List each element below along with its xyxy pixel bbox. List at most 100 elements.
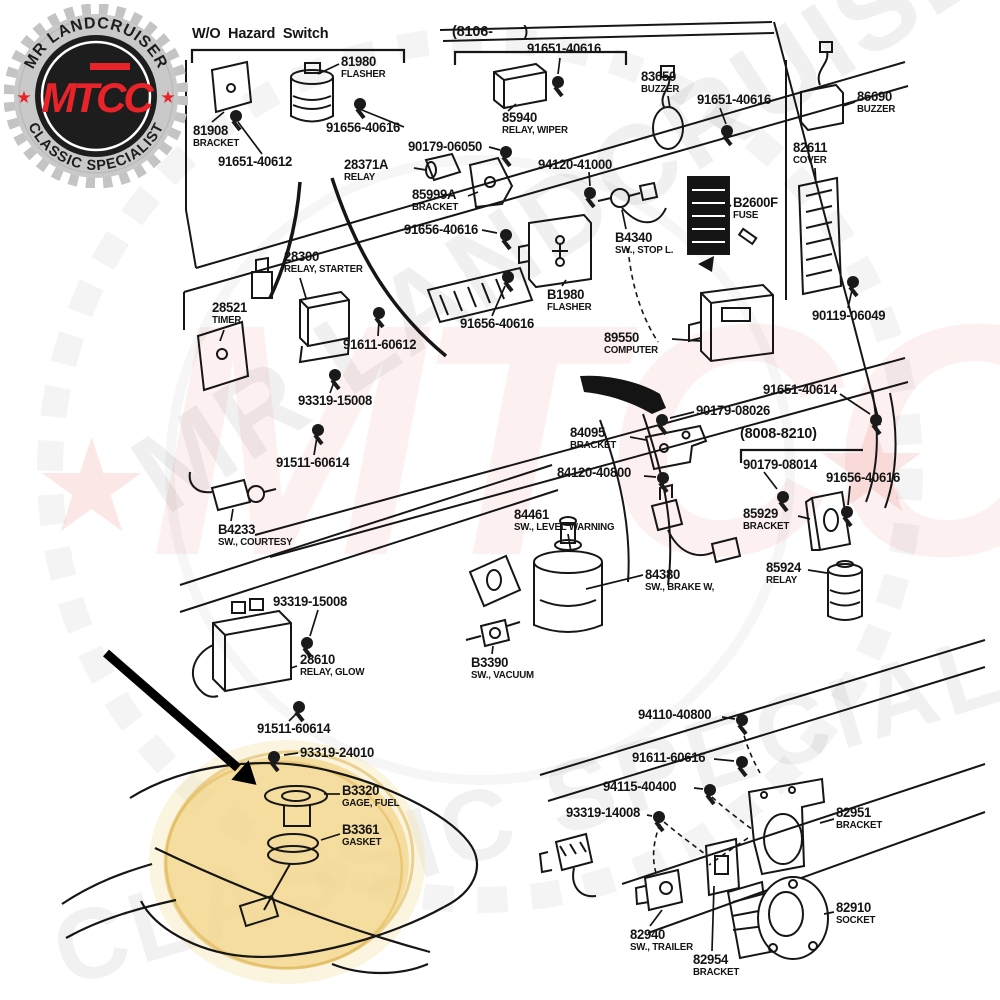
part-label-91611-60612: 91611-60612 — [343, 337, 417, 352]
leader-line — [629, 436, 647, 441]
bracket-82951-drawing — [747, 777, 826, 876]
part-number: 85929 — [743, 506, 778, 521]
bolt-icon — [312, 424, 324, 446]
bracket-85999a-drawing — [468, 156, 514, 209]
relay-28300-drawing — [298, 290, 350, 364]
leader-line — [317, 63, 340, 75]
leader-line — [713, 758, 735, 762]
part-number: 84120-40800 — [557, 465, 631, 480]
part-description: SW., COURTESY — [218, 536, 293, 548]
flasher-81980-drawing — [290, 62, 334, 123]
leader-line — [283, 752, 299, 756]
bolt-icon — [653, 811, 665, 833]
buzzer-83650-drawing — [652, 65, 684, 150]
pointer-arrow-head-icon — [231, 760, 257, 785]
leader-line — [763, 471, 778, 490]
dashed-lines — [627, 247, 761, 877]
header-brackets — [190, 48, 863, 463]
part-number: 91656-40616 — [326, 120, 400, 135]
part-description: BRACKET — [570, 439, 617, 451]
leader-line — [823, 911, 835, 915]
part-number: 28610 — [300, 652, 335, 667]
part-label-91656-40616: 91656-40616 — [826, 471, 900, 485]
bolt-icon — [301, 637, 313, 659]
bolt-icon — [500, 229, 512, 251]
leader-line — [839, 393, 871, 415]
part-number: 86690 — [857, 89, 892, 104]
part-number: B3390 — [471, 655, 509, 670]
part-label-91511-60614: 91511-60614 — [276, 456, 350, 470]
bolt-icon — [657, 472, 669, 494]
bolt-icon — [721, 125, 733, 147]
part-label-91651-40612: 91651-40612 — [218, 155, 292, 169]
leader-line — [585, 574, 644, 590]
part-number: 85999A — [412, 187, 457, 202]
part-label-91651-40616: 91651-40616 — [527, 42, 601, 56]
canister-84461-drawing — [533, 516, 603, 633]
part-description: RELAY, STARTER — [284, 263, 363, 275]
part-label-84120-40800: 84120-40800 — [557, 466, 631, 480]
part-label-90179-08014: 90179-08014 — [743, 458, 817, 472]
bolt-icon — [847, 276, 859, 298]
part-description: SW., LEVEL WARNING — [514, 521, 615, 533]
part-number: 91511-60614 — [257, 721, 331, 736]
leader-line — [491, 645, 494, 655]
part-label-94110-40800: 94110-40800 — [638, 708, 712, 722]
part-number: 91611-60616 — [632, 750, 706, 765]
bolt-icon — [777, 491, 789, 513]
part-description: RELAY — [766, 574, 798, 586]
leader-line — [491, 285, 506, 317]
lever-handle-drawing — [580, 375, 666, 414]
leader-line — [557, 57, 561, 75]
leader-line — [728, 204, 732, 208]
part-number: 85940 — [502, 110, 537, 125]
part-number: 91656-40616 — [404, 222, 478, 237]
leader-line — [807, 569, 828, 574]
bolt-icon — [704, 784, 716, 806]
bracket-84461-side-drawing — [468, 554, 522, 608]
part-description: SOCKET — [836, 914, 876, 926]
part-description: COVER — [793, 154, 827, 166]
part-number: 83650 — [641, 69, 676, 84]
logo-star-left-icon: ★ — [16, 88, 31, 107]
relay-85924-drawing — [827, 560, 863, 621]
cables — [268, 177, 448, 358]
switch-b4233-drawing — [188, 471, 277, 512]
bolt-icon — [230, 110, 242, 132]
leader-line — [481, 229, 498, 234]
part-number: B3361 — [342, 822, 380, 837]
part-number: 91611-60612 — [343, 337, 417, 352]
part-label-91651-40616: 91651-40616 — [697, 93, 771, 107]
leader-line — [693, 787, 704, 790]
leader-line — [847, 289, 853, 309]
part-description: RELAY — [344, 171, 376, 183]
part-number: 81980 — [341, 54, 376, 69]
bolt-icon — [293, 701, 305, 723]
part-number: 91651-40616 — [697, 92, 771, 107]
part-number: 89550 — [604, 330, 639, 345]
part-number: 91656-40616 — [826, 470, 900, 485]
part-description: GASKET — [342, 836, 382, 848]
part-number: B4233 — [218, 522, 256, 537]
part-label-91656-40616: 91656-40616 — [326, 121, 400, 135]
leader-line — [467, 191, 479, 197]
frame-lines — [179, 21, 986, 934]
leader-line — [847, 485, 851, 506]
part-number: 82611 — [793, 140, 828, 155]
leader-line — [507, 103, 517, 112]
part-label-91656-40616: 91656-40616 — [460, 317, 534, 331]
part-number: 82910 — [836, 900, 871, 915]
leader-line — [649, 909, 663, 927]
leader-line — [667, 95, 671, 109]
leader-line — [588, 171, 591, 187]
